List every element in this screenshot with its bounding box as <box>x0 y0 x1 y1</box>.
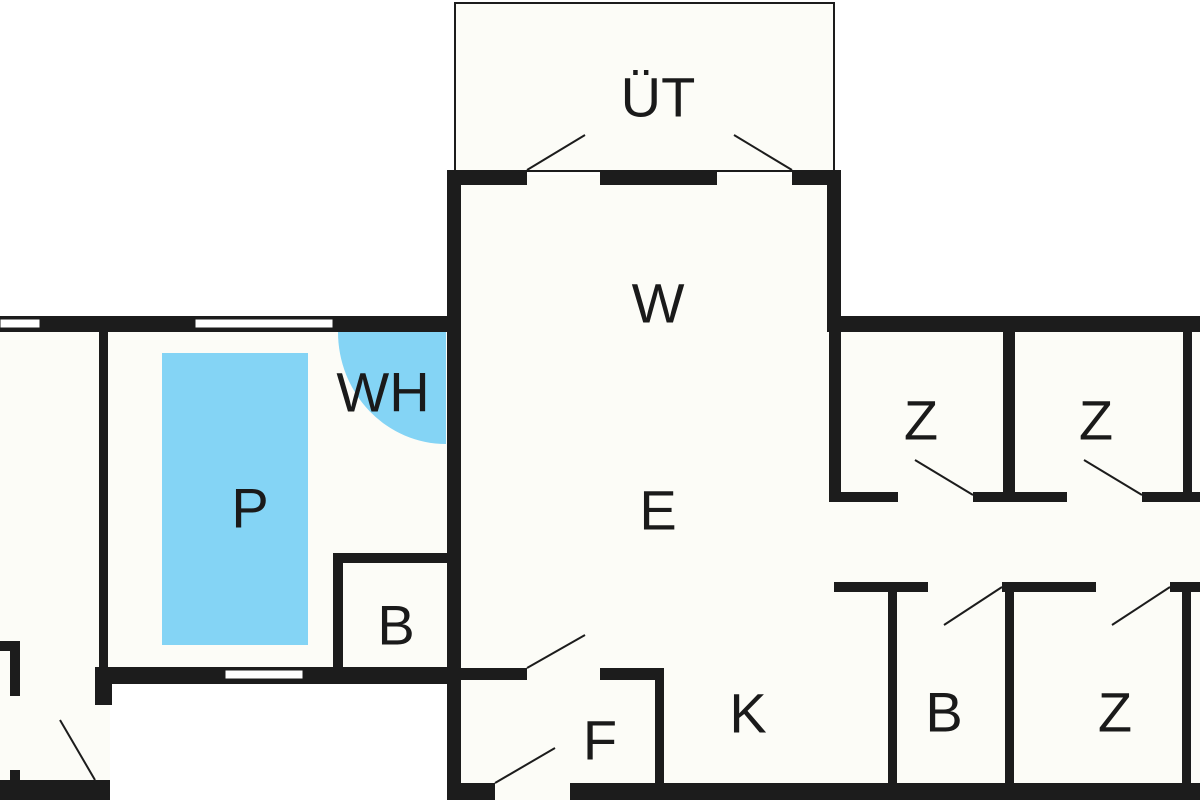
walls <box>0 170 1200 800</box>
room-label-bath-left: B <box>377 594 414 657</box>
door-swings <box>59 134 1171 784</box>
whirlpool-shape <box>338 332 446 444</box>
room-label-bedroom-2: Z <box>1079 389 1113 452</box>
room-label-bedroom-1: Z <box>904 389 938 452</box>
room-label-bedroom-3: Z <box>1098 681 1132 744</box>
room-label-kitchen: K <box>729 682 766 745</box>
windows <box>0 318 334 680</box>
room-label-hall: E <box>639 479 676 542</box>
pool-shape <box>162 353 308 645</box>
room-label-bath-right: B <box>925 681 962 744</box>
room-label-pool: P <box>231 477 268 540</box>
room-label-whirlpool: WH <box>336 361 429 424</box>
room-label-terrace: ÜT <box>621 66 696 129</box>
room-label-living: W <box>632 272 685 335</box>
room-label-utility: F <box>583 709 617 772</box>
